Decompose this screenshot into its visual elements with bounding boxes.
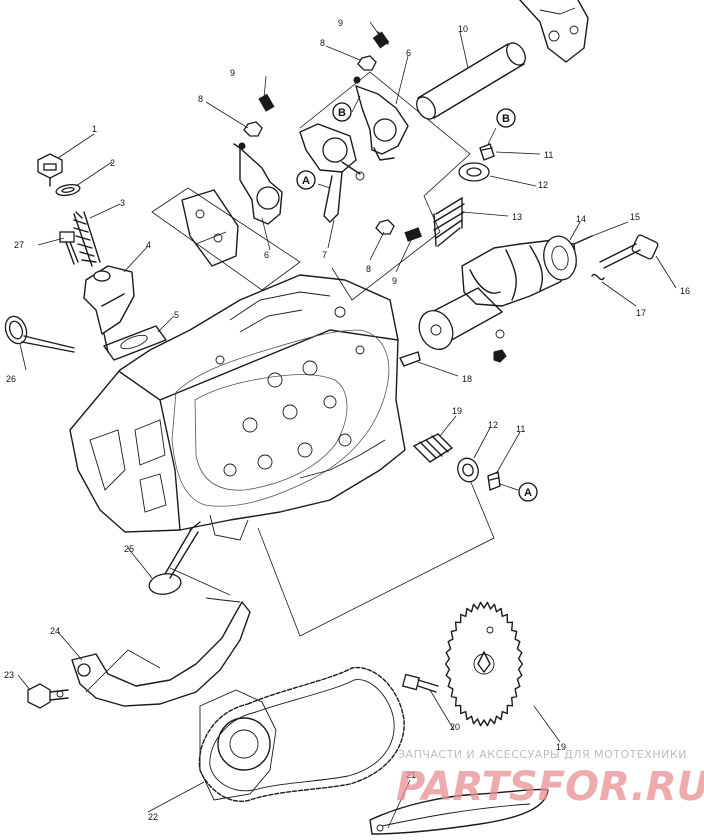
adjuster-screw-upper (372, 31, 390, 49)
timing-chain-22 (198, 666, 405, 802)
washer-2 (55, 184, 81, 196)
callout-9-lower: 9 (392, 276, 397, 286)
sprocket-bolt-20 (401, 673, 439, 693)
crank-sprocket (199, 689, 277, 801)
callout-5: 5 (174, 310, 179, 320)
retainer-12-upper (458, 162, 490, 182)
callout-13: 13 (512, 212, 522, 222)
callout-8-lower: 8 (366, 264, 371, 274)
callout-21: 21 (406, 770, 416, 780)
svg-text:A: A (524, 487, 532, 499)
spring-3 (73, 211, 101, 267)
lock-nut-upper (357, 55, 377, 71)
exhaust-valve-26 (4, 315, 75, 353)
collet-11-lower (487, 471, 501, 491)
callout-18: 18 (462, 374, 472, 384)
callout-9-left: 9 (230, 68, 235, 78)
lock-nut-right (375, 219, 395, 235)
rocker-arm-center (299, 123, 365, 223)
watermark-tagline: ЗАПЧАСТИ И АКСЕССУАРЫ ДЛЯ МОТОТЕХНИКИ (398, 748, 687, 761)
callout-20: 20 (450, 722, 460, 732)
spring-13-upper (433, 197, 465, 247)
bolt-1 (37, 153, 63, 187)
callout-27: 27 (14, 240, 24, 250)
guide-bolt-23 (27, 683, 69, 709)
ref-mark-a-lower: A (518, 482, 538, 502)
svg-text:A: A (302, 175, 310, 187)
upper-bracket-partial (519, 0, 589, 63)
callout-22: 22 (148, 812, 158, 822)
callout-7: 7 (322, 250, 327, 260)
callout-2: 2 (110, 158, 115, 168)
ref-mark-a-rocker: A (296, 170, 316, 190)
callout-6-left: 6 (264, 250, 269, 260)
collet-11-upper (479, 143, 495, 161)
leader-lines (17, 21, 677, 829)
pin-15 (573, 235, 593, 245)
callout-15: 15 (630, 212, 640, 222)
cylinder-head (69, 274, 406, 541)
callout-12-lower: 12 (488, 420, 498, 430)
callout-8-upper: 8 (320, 38, 325, 48)
adjuster-screw-right (404, 227, 422, 242)
callout-14: 14 (576, 214, 586, 224)
bolt-27 (59, 231, 79, 265)
callout-25: 25 (124, 544, 134, 554)
callout-16: 16 (680, 286, 690, 296)
watermark-logo: PARTSFOR.RU (396, 764, 704, 810)
callout-11-lower: 11 (516, 424, 525, 434)
gasket-5 (103, 325, 167, 361)
callout-24: 24 (50, 626, 60, 636)
camshaft-14 (461, 235, 577, 307)
callout-11-upper: 11 (544, 150, 553, 160)
bolt-16 (599, 234, 659, 269)
ref-mark-b-upper: B (496, 108, 516, 128)
callout-numbers: 1 2 3 4 5 6 6 6 7 8 8 8 9 9 9 10 11 11 1… (4, 18, 690, 822)
assembly-guide-lines (85, 71, 495, 693)
callout-19-spring: 19 (452, 406, 462, 416)
cam-sprocket-19 (444, 601, 524, 727)
clip-17 (591, 273, 605, 281)
intake-valve-25 (148, 521, 201, 595)
callout-1: 1 (92, 124, 97, 134)
callout-17: 17 (636, 308, 646, 318)
lock-nut-left (243, 121, 263, 137)
watermark: ЗАПЧАСТИ И АКСЕССУАРЫ ДЛЯ МОТОТЕХНИКИ PA… (396, 748, 704, 810)
callout-23: 23 (4, 670, 14, 680)
callout-26: 26 (6, 374, 16, 384)
retainer-12-lower (457, 457, 479, 483)
rocker-shaft (416, 42, 526, 120)
small-nut-cam (493, 349, 507, 363)
callout-9-upper: 9 (338, 18, 343, 28)
rocker-arm-right (353, 76, 409, 161)
rocker-bracket (181, 189, 239, 267)
svg-text:B: B (502, 113, 510, 125)
chain-guide-24 (71, 597, 251, 707)
tensioner-4 (83, 265, 135, 353)
svg-text:B: B (338, 107, 346, 119)
chain-guide-21 (369, 788, 549, 835)
cam-bearing-cylinder (418, 287, 505, 350)
callout-12-upper: 12 (538, 180, 548, 190)
rocker-arm-left (233, 142, 283, 225)
callout-3: 3 (120, 198, 125, 208)
callout-8-left: 8 (198, 94, 203, 104)
callout-10: 10 (458, 24, 468, 34)
callout-4: 4 (146, 240, 151, 250)
ref-mark-b-rocker: B (332, 102, 352, 122)
dowel-18 (399, 351, 421, 367)
callout-19-sprocket: 19 (556, 742, 566, 752)
spring-19-lower (413, 433, 453, 463)
adjuster-screw-left (258, 93, 275, 112)
callout-6-upper: 6 (406, 48, 411, 58)
